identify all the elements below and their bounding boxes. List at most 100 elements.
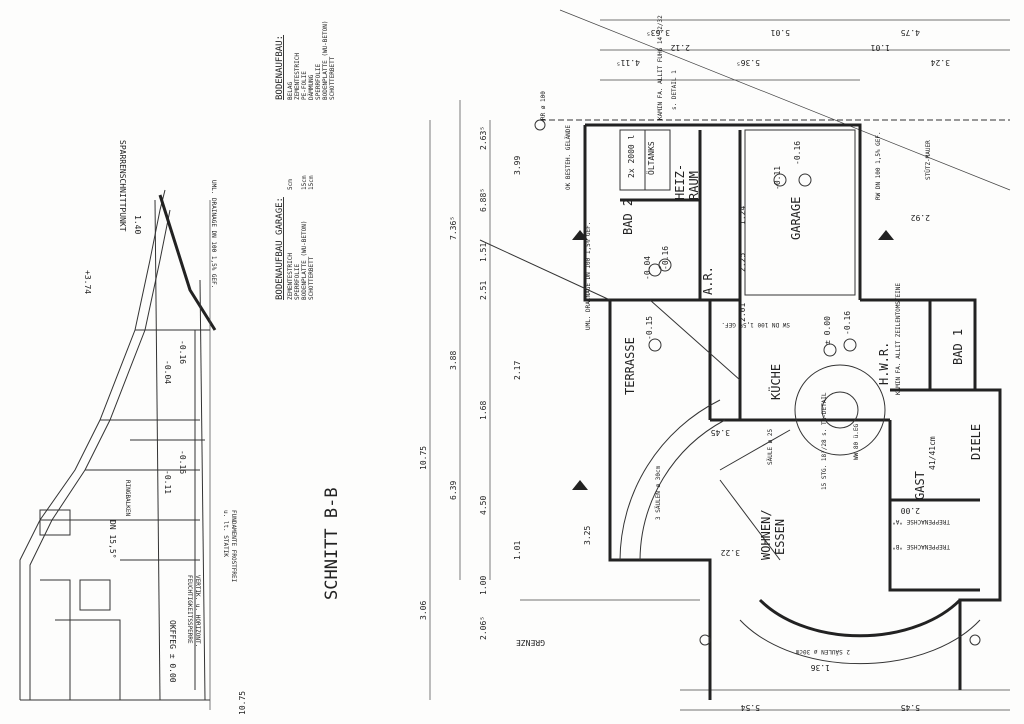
note-kamin-2: KAMIN FA. ALLIT ZEILENTOMSTEINE	[895, 283, 902, 395]
label-fundamente: FUNDAMENTE FROSTFREI	[230, 510, 237, 583]
dim-label: 3.63⁵	[646, 28, 670, 37]
dim-label: 4.11⁵	[616, 58, 640, 67]
room-wohnen: WOHNEN/	[759, 509, 773, 560]
note-ww: WW 80 ü.EG	[853, 423, 860, 460]
dim-label: 3.06	[419, 601, 428, 620]
note-sw: SW DN 100 1,5% GEF.	[721, 321, 790, 328]
note-detail: s. DETAIL 1	[671, 70, 678, 110]
note-drainage: UML. DRAINAGE DN 100 1,5% GEF.	[585, 222, 592, 330]
legend-floor-layer: SCHOTTERBETT	[329, 56, 336, 100]
legend-floor-layer: BODENPLATTE (WU-BETON)	[322, 21, 329, 100]
note-stairs: 15 STG. 18³/28 s. TR-DETAIL	[821, 392, 828, 490]
dim-label: 10.75	[419, 446, 428, 470]
label-stuetzmauer: STÜTZ-MAUER	[925, 140, 932, 180]
level-garage-2: -0.16	[793, 141, 802, 165]
note-rr: RR ø 100	[540, 91, 547, 120]
room-raum: RAUM	[687, 171, 701, 200]
room-heiz: HEIZ-	[673, 164, 687, 200]
dim-section-1: 1.40	[133, 215, 142, 234]
legend-garage-layer: ZEMENTESTRICH	[287, 253, 294, 300]
note-gelaende: OK BESTEH. GELÄNDE	[565, 125, 572, 190]
dim-label: 7.36⁵	[449, 216, 458, 240]
dim-label: 6.39	[449, 481, 458, 500]
dim-label: 2.25	[738, 253, 747, 272]
legend-floor-layer: BELAG	[287, 82, 294, 100]
dim-label: 1.51	[479, 243, 488, 262]
level-bad2: -0.04	[643, 256, 652, 280]
label-drainage: UML. DRAINAGE DN 100 1,5% GEF.	[210, 180, 217, 288]
dimension-labels: 10.75 6.39 4.50 1.68 3.88 7.36⁵ 6.88⁵ 3.…	[419, 28, 950, 712]
room-bad2: BAD 2	[621, 199, 635, 235]
section-labels: SPARRENSCHNITTPUNKT UML. DRAINAGE DN 100…	[83, 140, 342, 715]
dim-label: 3.88	[449, 351, 458, 370]
legend-garage-thickness: 5cm	[287, 179, 294, 190]
level-ar: -0.16	[661, 246, 670, 270]
level-eg-2: -0.16	[843, 311, 852, 335]
note-saeulen-2: 2 SÄULEN ø 30cm	[795, 648, 850, 655]
label-sperre: FEUCHTIGKEITSSPERRE	[186, 575, 193, 644]
note-rw: RW DN 100 1,5% GEF.	[875, 131, 882, 200]
note-treppenachse-b: TREPPENACHSE "B"	[892, 543, 950, 550]
dim-label: 5.01	[771, 28, 790, 37]
dim-label: 1.01	[513, 541, 522, 560]
dim-label: 5.36⁵	[736, 58, 760, 67]
room-hwr: H.W.R.	[877, 342, 891, 385]
room-garage: GARAGE	[789, 197, 803, 240]
tanks-capacity: 2x 2000 l	[627, 134, 636, 178]
level-section-4: -0.16	[178, 450, 187, 474]
note-kamin-1: KAMIN FA. ALLIT FUHG 14 32/32	[657, 15, 664, 120]
legend-floor-layer: PE-FOLIE	[301, 71, 308, 100]
label-statik: u. lt. STATIK	[222, 510, 229, 557]
dim-label: 1.24	[738, 206, 747, 225]
label-ringbalken: RINGBALKEN	[124, 480, 131, 517]
dim-label: 1.36	[811, 663, 830, 672]
dim-label: 1.00	[479, 576, 488, 595]
dim-label: 3.25	[583, 526, 592, 545]
dim-label: 5.54	[741, 703, 760, 712]
legend-floor: BODENAUFBAU: BELAG ZEMENTESTRICH PE-FOLI…	[275, 21, 336, 100]
dim-label: 2.01	[738, 303, 747, 322]
room-gast: GAST	[913, 471, 927, 500]
floor-plan-walls	[429, 9, 1011, 711]
level-eg: ± 0.00	[823, 316, 832, 345]
dim-label: 3.24	[931, 58, 950, 67]
level-section-2: -0.16	[178, 340, 187, 364]
legend-floor-layer: DÄMMUNG	[308, 74, 315, 100]
room-bad1: BAD 1	[951, 329, 965, 365]
dim-label: 2.12	[671, 43, 690, 52]
dim-label: 3.22	[721, 548, 740, 557]
legend-garage-layer: BODENPLATTE (WU-BETON)	[301, 221, 308, 300]
level-terrasse: -0.15	[645, 316, 654, 340]
level-labels: -0.15 -0.04 -0.16 -0.11 -0.16 ± 0.00 -0.…	[643, 141, 852, 345]
level-garage: -0.11	[773, 166, 782, 190]
label-sparrenschnittpunkt: SPARRENSCHNITTPUNKT	[118, 140, 127, 232]
label-vertik: VERTIK. u. HORIZONT.	[194, 575, 201, 647]
dim-label: 2.63⁵	[479, 126, 488, 150]
dim-label: 4.50	[479, 496, 488, 515]
room-oeltanks: ÖLTANKS	[646, 141, 656, 175]
legend-garage: BODENAUFBAU GARAGE: ZEMENTESTRICH SPERRF…	[275, 175, 315, 300]
legend-floor-title: BODENAUFBAU:	[275, 35, 285, 100]
room-diele: DIELE	[969, 424, 983, 460]
legend-garage-thickness: 15cm	[308, 175, 315, 190]
room-kueche: KÜCHE	[767, 364, 783, 400]
note-saeule: SÄULE ø 25	[767, 428, 774, 465]
dim-label: 1.68	[479, 401, 488, 420]
section-drawing	[19, 189, 217, 710]
dim-label: 5.45	[901, 703, 920, 712]
dim-label: 2.17	[513, 361, 522, 380]
note-treppenachse-a: TREPPENACHSE "A"	[892, 518, 950, 525]
note-saeulen-3: 3 SÄULEN ø 30cm	[655, 465, 662, 520]
legend-garage-title: BODENAUFBAU GARAGE:	[275, 197, 285, 300]
legend-floor-layer: ZEMENTESTRICH	[294, 53, 301, 100]
dim-label: 4.75	[901, 28, 920, 37]
label-okffeg: OKFFEG ± 0.00	[168, 620, 177, 683]
label-grenze: GRENZE	[516, 638, 545, 647]
dim-label: 2.06⁵	[479, 616, 488, 640]
level-section-top: +3.74	[83, 270, 92, 294]
legend-garage-layer: SPERRFOLIE	[294, 263, 301, 300]
dim-section-height: 10.75	[238, 691, 247, 715]
dim-label: 3.99	[513, 156, 522, 175]
